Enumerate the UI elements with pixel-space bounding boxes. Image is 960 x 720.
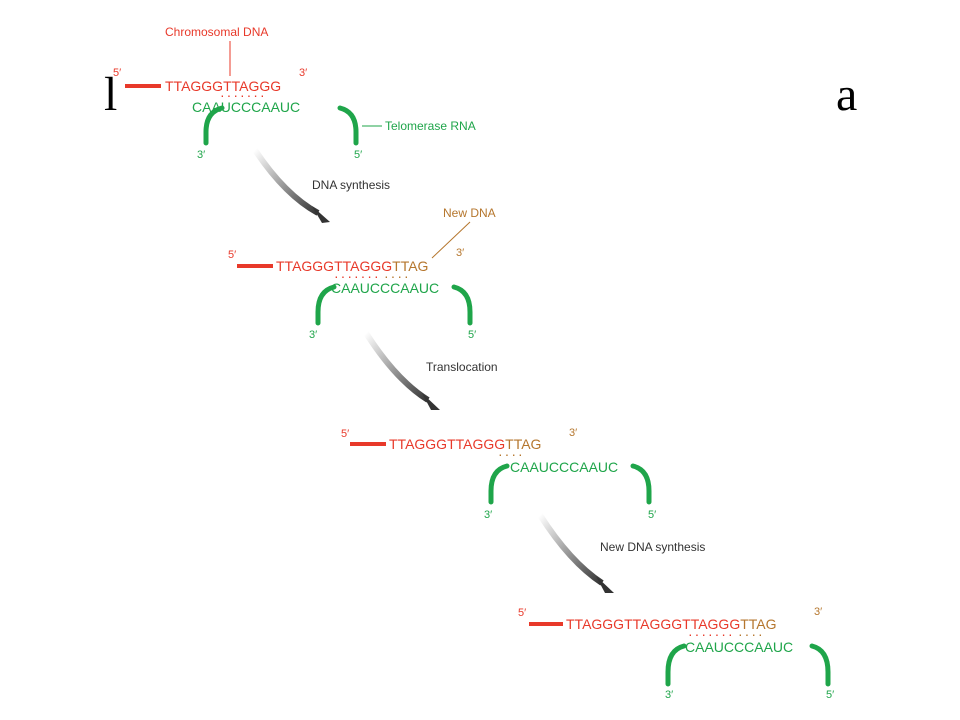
title-fragment-right: a [836,68,857,121]
step-3: 5′ TTAGGGTTAGGGTTAG 3′ ···· CAAUCCCAAUC … [341,427,656,521]
dna-new-segment: TTAG [740,616,776,632]
rna-five-prime: 5′ [826,689,834,701]
rna-arc-right [337,105,359,146]
base-pair-dots: ······· [220,87,267,103]
process-arrow-shaft [363,331,430,403]
rna-arc-left [315,284,337,326]
rna-sequence: CAAUCCCAAUC [685,639,793,655]
new-dna-label: New DNA [443,206,496,220]
rna-five-prime: 5′ [468,329,476,341]
base-pair-dots-new: ···· [738,626,765,642]
process-arrow-head [596,576,614,593]
rna-five-prime: 5′ [648,509,656,521]
dna-three-prime: 3′ [299,67,307,79]
dna-five-prime: 5′ [113,67,121,79]
new-dna-leader [431,221,471,259]
rna-three-prime: 3′ [484,509,492,521]
process-arrow-shaft [537,513,604,586]
dna-sequence: TTAGGGTTAGGG [165,78,281,94]
dna-strand-bar [125,84,161,88]
step-2: New DNA 5′ TTAGGGTTAGGGTTAG 3′ ······· ·… [228,206,496,341]
step-1: Chromosomal DNA 5′ TTAGGGTTAGGG 3′ ·····… [113,25,476,161]
rna-arc-right [451,284,473,326]
rna-arc-right [809,643,831,687]
dna-three-prime: 3′ [569,427,577,439]
dna-three-prime: 3′ [456,247,464,259]
chromosomal-dna-label: Chromosomal DNA [165,25,268,39]
rna-sequence: CAAUCCCAAUC [331,280,439,296]
process-arrow-head [312,206,330,223]
dna-new-segment: TTAG [505,436,541,452]
base-pair-dots-new: ···· [384,268,411,284]
arrow-new-dna-synthesis: New DNA synthesis [537,513,705,593]
dna-strand-bar [350,442,386,446]
dna-strand-bar [237,264,273,268]
arrow-label: Translocation [426,360,498,374]
dna-sequence: TTAGGGTTAGGGTTAG [276,258,428,274]
arrow-dna-synthesis: DNA synthesis [252,148,390,223]
process-arrow-shaft [252,148,320,216]
dna-old-segment: TTAGGGTTAGGG [389,436,505,452]
dna-five-prime: 5′ [341,428,349,440]
rna-sequence: CAAUCCCAAUC [510,459,618,475]
dna-old-segment: TTAGGGTTAGGGTTAGGG [566,616,740,632]
base-pair-dots: ······· [688,626,735,642]
rna-sequence: CAAUCCCAAUC [192,99,300,115]
dna-three-prime: 3′ [814,606,822,618]
dna-five-prime: 5′ [228,249,236,261]
dna-sequence: TTAGGGTTAGGGTTAGGGTTAG [566,616,777,632]
dna-new-segment: TTAG [392,258,428,274]
rna-three-prime: 3′ [665,689,673,701]
rna-five-prime: 5′ [354,149,362,161]
rna-three-prime: 3′ [197,149,205,161]
rna-arc-right [630,463,652,505]
dna-sequence: TTAGGGTTAGGGTTAG [389,436,541,452]
rna-three-prime: 3′ [309,329,317,341]
process-arrow-head [422,393,440,410]
rna-arc-left [203,105,225,146]
base-pair-dots-new: ···· [498,446,525,462]
step-4: 5′ TTAGGGTTAGGGTTAGGGTTAG 3′ ······· ···… [518,606,834,701]
rna-arc-left [488,463,510,505]
dna-strand-bar [529,622,563,626]
arrow-label: DNA synthesis [312,178,390,192]
title-fragment-left: l [104,68,117,121]
arrow-translocation: Translocation [363,331,498,410]
arrow-label: New DNA synthesis [600,540,705,554]
dna-old-segment: TTAGGGTTAGGG [276,258,392,274]
base-pair-dots: ······· [334,268,381,284]
telomerase-rna-label: Telomerase RNA [385,119,476,133]
dna-five-prime: 5′ [518,607,526,619]
rna-arc-left [665,643,687,687]
